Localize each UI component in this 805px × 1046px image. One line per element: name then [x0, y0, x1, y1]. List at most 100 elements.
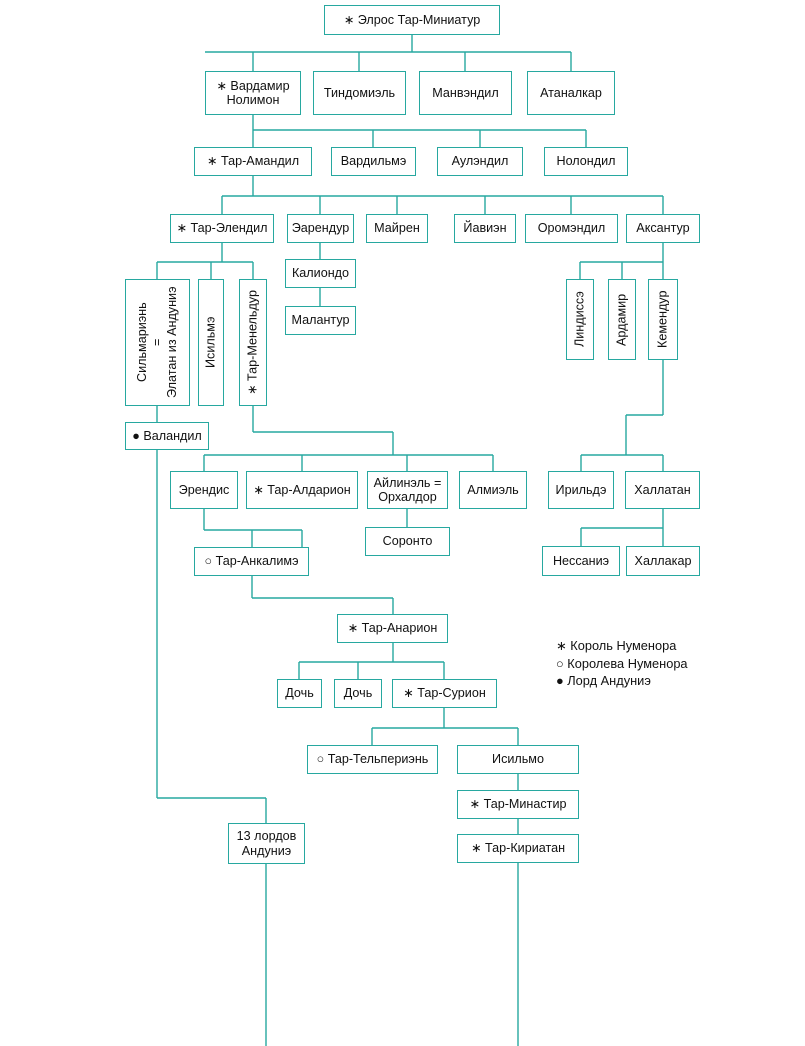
node-label: Ирильдэ [555, 482, 607, 497]
node-label: ∗ Тар-Амандил [206, 154, 300, 169]
node-label: Тиндомиэль [323, 85, 396, 100]
node-label: ∗ Тар-Сурион [403, 686, 486, 701]
node-tar-telperien[interactable]: ○ Тар-Тельпериэнь [307, 745, 438, 774]
connector-path [203, 406, 494, 471]
node-atanalkar[interactable]: Атаналкар [527, 71, 615, 115]
legend: ∗ Король Нуменора ○ Королева Нуменора ● Ло… [556, 637, 688, 690]
node-label: Соронто [382, 534, 433, 549]
node-label: ● Валандил [132, 428, 202, 443]
node-label: Айлинэль = Орхалдор [373, 475, 442, 505]
node-tar-amandil[interactable]: ∗ Тар-Амандил [194, 147, 312, 176]
node-label: Атаналкар [540, 85, 602, 100]
node-hallatan[interactable]: Халлатан [625, 471, 700, 509]
node-label: 13 лордов Андуниэ [236, 829, 297, 858]
node-lords13[interactable]: 13 лордов Андуниэ [228, 823, 305, 864]
node-label: Манвэндил [432, 85, 499, 100]
node-soronto[interactable]: Соронто [365, 527, 450, 556]
connector-path [298, 643, 445, 679]
node-elros[interactable]: ∗ Элрос Тар-Миниатур [324, 5, 500, 35]
node-tar-kiriatan[interactable]: ∗ Тар-Кириатан [457, 834, 579, 863]
node-label: Оромэндил [537, 221, 606, 236]
node-label: Халлакар [634, 553, 692, 568]
connector-path [579, 243, 664, 279]
node-label: Эарендур [291, 221, 350, 236]
node-label: ○ Тар-Анкалимэ [204, 554, 299, 569]
node-aksantur[interactable]: Аксантур [626, 214, 700, 243]
node-daughter2[interactable]: Дочь [334, 679, 382, 708]
node-isilme[interactable]: Исильмэ [198, 279, 224, 406]
node-valandil[interactable]: ● Валандил [125, 422, 209, 450]
node-label: Исильмэ [203, 316, 218, 369]
node-vardilme[interactable]: Вардильмэ [331, 147, 416, 176]
connector-path [252, 115, 587, 147]
node-almiel[interactable]: Алмиэль [459, 471, 527, 509]
node-erendis[interactable]: Эрендис [170, 471, 238, 509]
connector-path [580, 509, 664, 546]
connector-path [371, 708, 519, 745]
node-label: ∗ Тар-Кириатан [470, 841, 566, 856]
node-tar-surion[interactable]: ∗ Тар-Сурион [392, 679, 497, 708]
node-label: Йавиэн [463, 221, 507, 236]
node-label: Кемендур [655, 290, 670, 349]
node-vardamir[interactable]: ∗ Вардамир Нолимон [205, 71, 301, 115]
connector-path [221, 176, 664, 214]
node-ardamir[interactable]: Ардамир [608, 279, 636, 360]
legend-item-2: ● Лорд Андуниэ [556, 673, 651, 688]
node-tar-elendil[interactable]: ∗ Тар-Элендил [170, 214, 274, 243]
node-tar-aldarion[interactable]: ∗ Тар-Алдарион [246, 471, 358, 509]
node-irilde[interactable]: Ирильдэ [548, 471, 614, 509]
connector-path [580, 360, 664, 471]
node-label: Линдиссэ [572, 291, 587, 348]
legend-item-0: ∗ Король Нуменора [556, 638, 677, 653]
node-ailinel[interactable]: Айлинэль = Орхалдор [367, 471, 448, 509]
node-tar-anarion[interactable]: ∗ Тар-Анарион [337, 614, 448, 643]
node-label: Эрендис [178, 482, 230, 497]
connector-path [203, 509, 303, 547]
node-label: Майрен [374, 221, 420, 236]
node-label: ∗ Тар-Анарион [347, 621, 438, 636]
node-mairen[interactable]: Майрен [366, 214, 428, 243]
node-oromendil[interactable]: Оромэндил [525, 214, 618, 243]
node-label: Аулэндил [451, 154, 509, 169]
node-label: Калиондо [291, 266, 350, 281]
node-label: ∗ Элрос Тар-Миниатур [343, 12, 481, 27]
node-silmarien[interactable]: Сильмариэнь = Элатан из Андуниэ [125, 279, 190, 406]
node-label: Аксантур [636, 221, 690, 236]
node-label: ∗ Тар-Минастир [469, 797, 567, 812]
node-earendur[interactable]: Эарендур [287, 214, 354, 243]
node-label: ∗ Тар-Элендил [176, 221, 268, 236]
node-kemendur[interactable]: Кемендур [648, 279, 678, 360]
node-label: Сильмариэнь = Элатан из Андуниэ [135, 286, 179, 399]
node-kaliondo[interactable]: Калиондо [285, 259, 356, 288]
node-label: Нессаниэ [552, 553, 610, 568]
node-label: Исильмо [492, 752, 544, 767]
node-isilmo[interactable]: Исильмо [457, 745, 579, 774]
node-label: ∗ Тар-Менельдур [245, 290, 260, 395]
node-label: Дочь [343, 686, 373, 701]
node-label: Нолондил [556, 154, 616, 169]
node-hallakar[interactable]: Халлакар [626, 546, 700, 576]
node-malantur[interactable]: Малантур [285, 306, 356, 335]
node-daughter1[interactable]: Дочь [277, 679, 322, 708]
node-tar-ancalime[interactable]: ○ Тар-Анкалимэ [194, 547, 309, 576]
node-tindomiel[interactable]: Тиндомиэль [313, 71, 406, 115]
node-label: Алмиэль [467, 482, 519, 497]
node-aulendil[interactable]: Аулэндил [437, 147, 523, 176]
node-label: ∗ Тар-Алдарион [253, 482, 351, 497]
node-lindisse[interactable]: Линдиссэ [566, 279, 594, 360]
node-label: ○ Тар-Тельпериэнь [316, 752, 429, 767]
node-nolondil[interactable]: Нолондил [544, 147, 628, 176]
connector-path [205, 35, 572, 71]
node-tar-meneldur[interactable]: ∗ Тар-Менельдур [239, 279, 267, 406]
node-label: Малантур [291, 313, 350, 328]
legend-item-1: ○ Королева Нуменора [556, 655, 688, 671]
node-tar-minastir[interactable]: ∗ Тар-Минастир [457, 790, 579, 819]
connector-path [156, 243, 254, 279]
node-label: Дочь [285, 686, 314, 701]
node-label: Ардамир [614, 293, 629, 346]
node-yaviien[interactable]: Йавиэн [454, 214, 516, 243]
node-nessanie[interactable]: Нессаниэ [542, 546, 620, 576]
node-label: Вардильмэ [340, 154, 407, 169]
node-manwendil[interactable]: Манвэндил [419, 71, 512, 115]
